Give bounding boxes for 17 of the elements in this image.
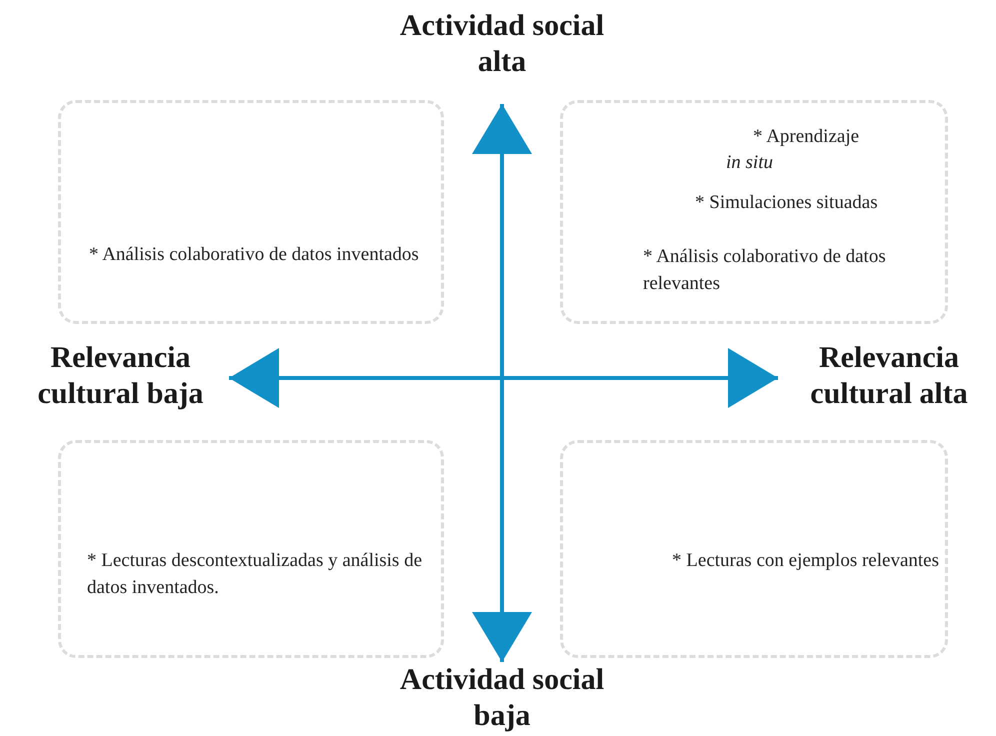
quadrant-box [560, 100, 948, 324]
bullet-text: * Simulaciones situadas [695, 191, 879, 215]
axis-label: Relevancia cultural alta [784, 340, 994, 416]
axis-label: Actividad social alta [392, 8, 612, 104]
quadrant-box [560, 440, 948, 658]
quadrant-box [58, 100, 444, 324]
bullet-text: * Análisis colaborativo de datos relevantes [643, 245, 887, 296]
bullet-text: * Lecturas con ejemplos relevantes [671, 549, 939, 573]
axis-label: Relevancia cultural baja [18, 340, 223, 416]
bullet-text: in situ [726, 151, 774, 175]
quadrant-box [58, 440, 444, 658]
axis-label: Actividad social baja [392, 662, 612, 736]
bullet-text: * Análisis colaborativo de datos inventados [89, 243, 419, 267]
bullet-text: * Lecturas descontextualizadas y análisis de datos inventados. [87, 549, 424, 600]
bullet-text: * Aprendizaje [753, 125, 860, 149]
axis-arrow [472, 104, 532, 662]
axis-arrow [229, 348, 778, 408]
